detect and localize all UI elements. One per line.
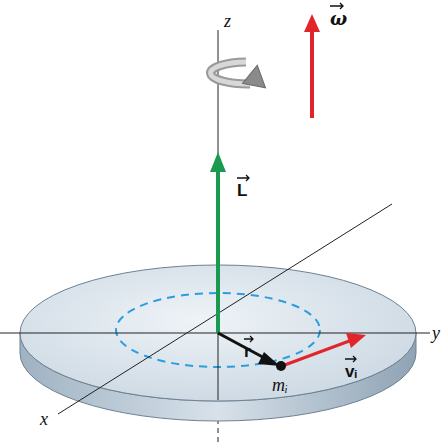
y-axis (0, 333, 430, 334)
particle-label: mᵢ (272, 376, 288, 394)
axis-label: z (224, 12, 231, 30)
rotation-symbol (211, 62, 266, 95)
vector-label: vᵢ (345, 363, 357, 380)
omega-vector (310, 30, 314, 118)
angular-momentum-vector (216, 170, 220, 333)
z-axis (218, 30, 219, 400)
velocity-vector (282, 340, 352, 366)
x-axis (58, 204, 392, 414)
l-arrowhead (210, 152, 226, 172)
v-arrowhead (346, 333, 366, 348)
particle-dot (276, 361, 286, 371)
vector-label: L (237, 182, 247, 199)
axis-label: y (432, 324, 440, 342)
vector-label: ω (330, 10, 347, 28)
vector-over-arrows (237, 3, 356, 362)
axis-label: x (40, 410, 48, 428)
omega-arrowhead (304, 14, 320, 32)
vector-label: r (244, 343, 251, 360)
